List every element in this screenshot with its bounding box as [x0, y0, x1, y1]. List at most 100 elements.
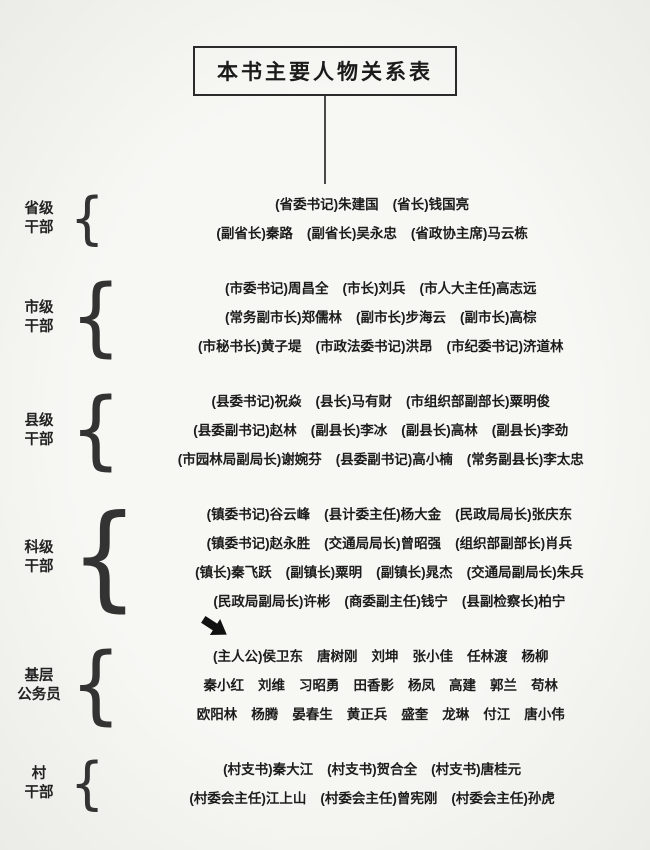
group-rows: (镇委书记)谷云峰 (县计委主任)杨大金 (民政局局长)张庆东 (镇委书记)赵永胜 (交…	[145, 500, 634, 616]
person-item: (市委书记)周昌全	[225, 281, 329, 296]
person-item: (副县长)李劲	[491, 423, 569, 438]
person-item: (商委副主任)钱宁	[344, 594, 448, 609]
person-item: 唐小伟	[524, 707, 565, 722]
person-row: (民政局副局长)许彬 (商委副主任)钱宁 (县副检察长)柏宁	[213, 587, 565, 616]
person-row: (常务副市长)郑儒林(副市长)步海云(副市长)高棕	[225, 303, 537, 332]
person-item: (市长)刘兵	[342, 281, 406, 296]
person-item: (县长)马有财	[315, 394, 393, 409]
person-item: (常务副县长)李太忠	[466, 452, 584, 467]
person-item: (市人大主任)高志远	[419, 281, 537, 296]
curly-brace-icon: {	[70, 635, 122, 735]
person-row: 欧阳林杨腾晏春生黄正兵盛奎龙琳付江唐小伟	[197, 700, 565, 729]
groups: 省级干部 { (省委书记)朱建国 (省长)钱国亮 (副省长)秦路 (副省长)吴永忠 (省政协…	[0, 184, 650, 813]
group-level-1: 市级干部{(市委书记)周昌全(市长)刘兵(市人大主任)高志远(常务副市长)郑儒林…	[10, 274, 634, 361]
person-item: (省长)钱国亮	[392, 197, 470, 212]
person-row: (县委副书记)赵林 (副县长)李冰 (副县长)高林 (副县长)李劲	[193, 416, 568, 445]
group-rows: (市委书记)周昌全 (市长)刘兵 (市人大主任)高志远 (常务副市长)郑儒林 (副市长)…	[128, 274, 634, 361]
group-label: 市级干部	[10, 299, 68, 337]
person-item: (县委副书记)高小楠	[335, 452, 453, 467]
person-item: 刘维	[258, 678, 286, 693]
curly-brace-icon: {	[70, 185, 105, 253]
group-label: 科级干部	[10, 539, 68, 577]
person-item: 高建	[449, 678, 477, 693]
group-label-line: 科级	[24, 540, 54, 556]
person-item: (副县长)高林	[401, 423, 478, 438]
person-item: (交通局局长)曾昭强	[324, 536, 442, 551]
protagonist-arrow-icon	[200, 614, 230, 640]
curly-brace-icon: {	[70, 490, 139, 624]
curly-brace-icon: {	[70, 267, 122, 367]
person-item: (县委书记)祝焱	[211, 394, 302, 409]
person-item: 唐树刚	[317, 649, 358, 664]
person-row: (主人公)侯卫东唐树刚刘坤张小佳任林渡杨柳	[201, 616, 549, 671]
group-rows: (省委书记)朱建国 (省长)钱国亮 (副省长)秦路 (副省长)吴永忠 (省政协主席)马云…	[110, 190, 634, 248]
person-item: (村委会主任)江上山	[189, 791, 307, 806]
person-row: (镇委书记)赵永胜(交通局局长)曾昭强(组织部副部长)肖兵	[207, 529, 573, 558]
group-level-3: 科级干部{(镇委书记)谷云峰(县计委主任)杨大金(民政局局长)张庆东(镇委书记)…	[10, 500, 634, 616]
person-item: (村支书)秦大江	[223, 762, 314, 777]
person-row: (省委书记)朱建国 (省长)钱国亮	[275, 190, 469, 219]
person-row: (村支书)秦大江(村支书)贺合全(村支书)唐桂元	[223, 755, 521, 784]
person-item: 秦小红	[203, 678, 245, 693]
person-row: (县委书记)祝焱 (县长)马有财 (市组织部副部长)粟明俊	[212, 387, 551, 416]
person-row: (市园林局副局长)谢婉芬 (县委副书记)高小楠 (常务副县长)李太忠	[178, 445, 584, 474]
person-row: 秦小红刘维习昭勇田香影杨凤高建郭兰苟林	[204, 671, 559, 700]
person-item: (副省长)秦路	[216, 226, 293, 241]
person-item: (交通局副局长)朱兵	[466, 565, 584, 580]
person-item: (市组织部副部长)粟明俊	[406, 394, 551, 409]
group-label: 村干部	[10, 765, 68, 803]
person-item: (主人公)侯卫东	[201, 616, 303, 671]
person-item: (市纪委书记)济道林	[446, 339, 564, 354]
group-level-0: 省级干部{(省委书记)朱建国(省长)钱国亮(副省长)秦路(副省长)吴永忠(省政协…	[10, 190, 634, 248]
person-row: (村委会主任)江上山(村委会主任)曾宪刚(村委会主任)孙虎	[189, 784, 555, 813]
person-item: 田香影	[353, 678, 395, 693]
person-item: (镇委书记)谷云峰	[206, 507, 311, 522]
person-item: (副省长)吴永忠	[306, 226, 397, 241]
group-level-4: 基层公务员{ (主人公)侯卫东唐树刚刘坤张小佳任林渡杨柳秦小红刘维习昭勇田香影杨凤…	[10, 616, 634, 735]
person-item: (常务副市长)郑儒林	[225, 310, 343, 325]
group-label-line: 干部	[24, 220, 54, 236]
person-item: 盛奎	[401, 707, 429, 722]
person-item: (镇委书记)赵永胜	[206, 536, 311, 551]
group-label-line: 干部	[24, 318, 54, 335]
person-item: 晏春生	[292, 707, 333, 722]
person-item: 习昭勇	[299, 678, 340, 693]
person-item: (村委会主任)孙虎	[451, 791, 555, 806]
person-item: (县计委主任)杨大金	[324, 507, 442, 522]
person-item: (村支书)唐桂元	[431, 762, 522, 777]
person-item: (省委书记)朱建国	[275, 197, 379, 212]
person-row: (镇长)秦飞跃(副镇长)粟明(副镇长)晁杰(交通局副局长)朱兵	[195, 558, 584, 587]
group-label-line: 干部	[24, 785, 54, 801]
person-item: (市园林局副局长)谢婉芬	[177, 452, 322, 467]
group-label-line: 基层	[24, 667, 54, 684]
group-label: 基层公务员	[10, 667, 68, 705]
person-item: (民政局局长)张庆东	[455, 507, 573, 522]
person-item: 付江	[483, 707, 511, 722]
person-item: (市政法委书记)洪昂	[315, 339, 433, 354]
person-item: (副镇长)晁杰	[376, 565, 453, 580]
person-item: (副镇长)粟明	[285, 565, 363, 580]
person-row: (镇委书记)谷云峰 (县计委主任)杨大金 (民政局局长)张庆东	[207, 500, 573, 529]
group-label-line: 干部	[24, 431, 54, 448]
group-label-line: 市级	[24, 299, 54, 316]
curly-brace-icon: {	[70, 750, 105, 818]
chart-title: 本书主要人物关系表	[193, 46, 457, 96]
person-item: 刘坤	[371, 649, 399, 664]
person-item: (省政协主席)马云栋	[410, 226, 528, 241]
group-label-line: 村	[31, 766, 47, 782]
person-item: 欧阳林	[196, 707, 238, 722]
person-item: (县副检察长)柏宁	[461, 594, 566, 609]
person-item: (民政局副局长)许彬	[213, 594, 331, 609]
group-label: 县级干部	[10, 412, 68, 450]
group-label-line: 省级	[24, 201, 54, 217]
person-row: (市委书记)周昌全 (市长)刘兵 (市人大主任)高志远	[225, 274, 537, 303]
group-label-line: 干部	[24, 559, 54, 575]
person-item: (县委副书记)赵林	[193, 423, 297, 438]
person-row: (副省长)秦路 (副省长)吴永忠 (省政协主席)马云栋	[216, 219, 528, 248]
connector-line	[324, 96, 326, 184]
group-level-2: 县级干部{(县委书记)祝焱(县长)马有财(市组织部副部长)粟明俊(县委副书记)赵…	[10, 387, 634, 474]
person-item: 杨腾	[251, 707, 279, 722]
person-item: (副县长)李冰	[310, 423, 388, 438]
person-item: (副市长)步海云	[356, 310, 447, 325]
